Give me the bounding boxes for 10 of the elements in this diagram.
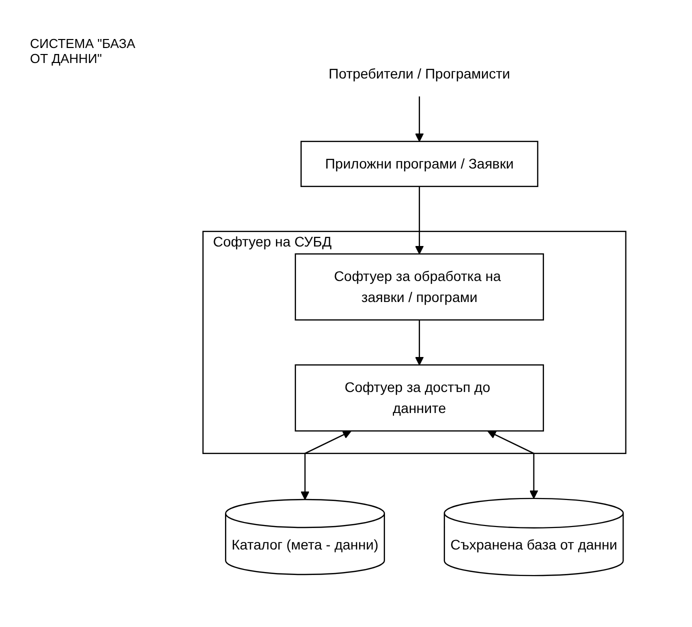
node-box: Приложни програми / Заявки: [300, 140, 538, 188]
arrow: [414, 96, 424, 142]
node-box: Софтуер за достъп до данните: [294, 364, 544, 432]
node-box: Софтуер за обработка на заявки / програми: [294, 253, 544, 321]
arrow: [300, 430, 352, 500]
arrow: [414, 320, 424, 366]
arrow: [414, 186, 424, 254]
node-text: Потребители / Програмисти: [328, 65, 510, 82]
diagram-title: СИСТЕМА "БАЗА ОТ ДАННИ": [30, 36, 136, 66]
arrow: [486, 430, 538, 499]
